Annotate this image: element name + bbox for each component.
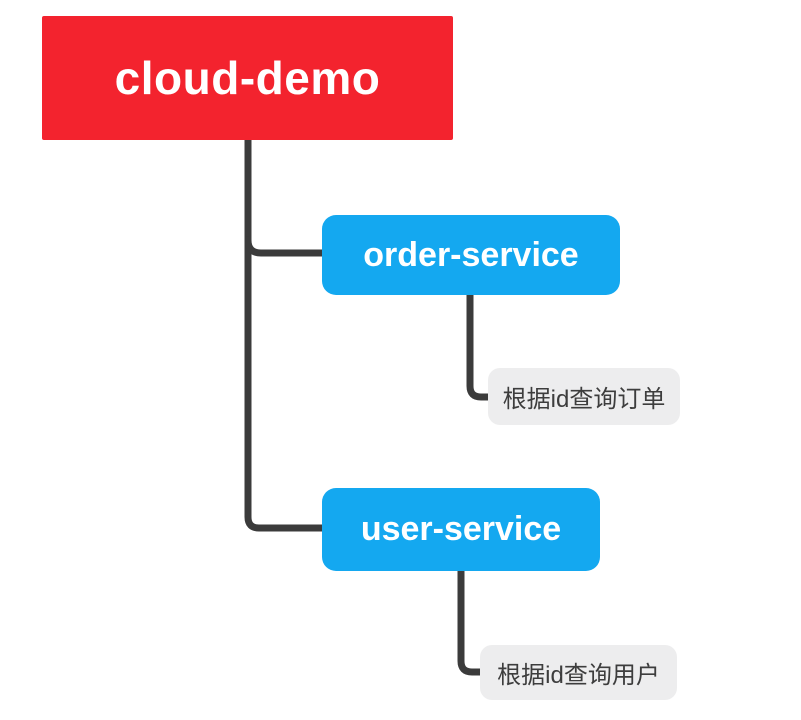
node-user-query-by-id[interactable]: 根据id查询用户	[480, 645, 677, 700]
node-cloud-demo-label: cloud-demo	[114, 52, 381, 104]
connector-root-trunk	[244, 136, 326, 532]
node-order-query-by-id-label: 根据id查询订单	[502, 386, 666, 413]
connector-user-to-leaf	[457, 567, 484, 676]
node-user-service-label: user-service	[360, 510, 562, 548]
node-order-service-label: order-service	[363, 235, 579, 274]
node-user-service[interactable]: user-service	[322, 488, 600, 571]
connector-root-to-order	[244, 236, 326, 257]
node-cloud-demo[interactable]: cloud-demo	[42, 16, 453, 140]
connector-order-to-leaf	[466, 291, 492, 401]
node-order-query-by-id[interactable]: 根据id查询订单	[488, 368, 680, 425]
node-order-service[interactable]: order-service	[322, 215, 620, 295]
node-user-query-by-id-label: 根据id查询用户	[497, 662, 660, 689]
